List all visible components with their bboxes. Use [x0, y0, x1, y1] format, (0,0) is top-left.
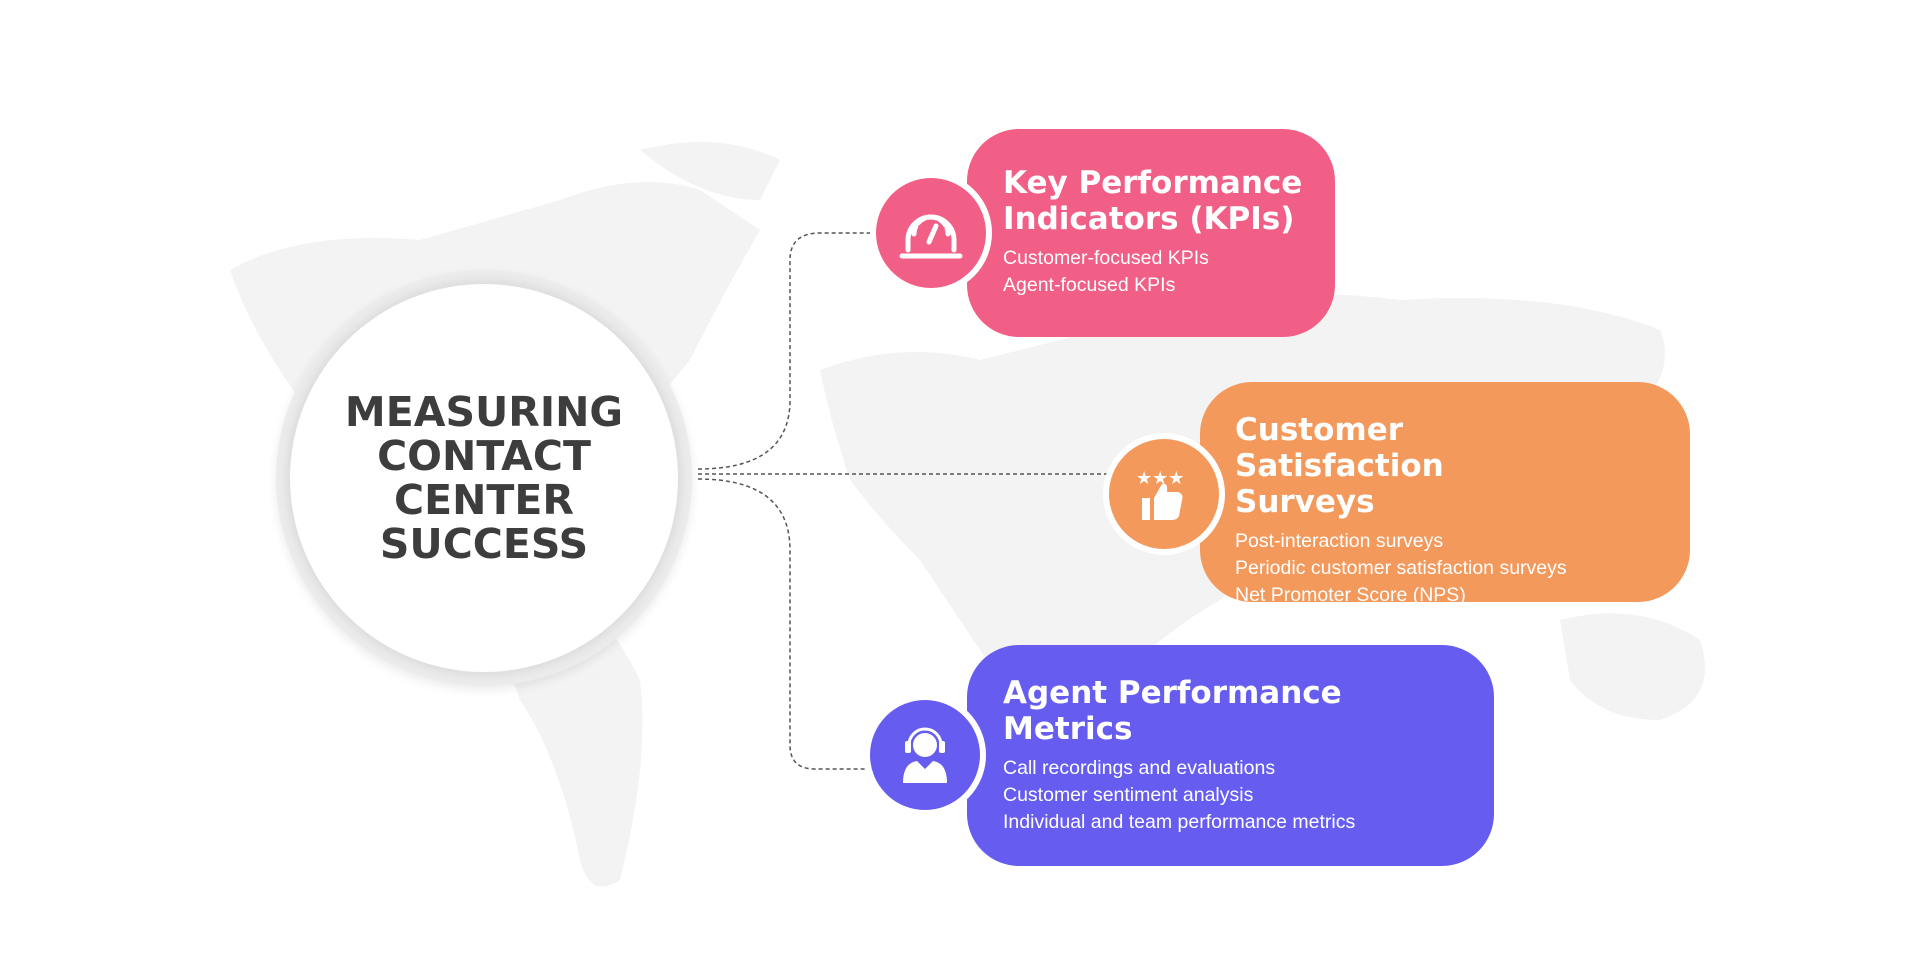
kpi-title: Key Performance Indicators (KPIs) — [1003, 165, 1303, 237]
list-item: Individual and team performance metrics — [1003, 811, 1356, 833]
center-title: MEASURING CONTACT CENTER SUCCESS — [344, 388, 624, 568]
agent-icon-circle — [864, 694, 986, 816]
list-item: Periodic customer satisfaction surveys — [1235, 557, 1567, 579]
list-item: Customer sentiment analysis — [1003, 784, 1254, 806]
surveys-card: Customer Satisfaction Surveys Post-inter… — [1200, 382, 1690, 606]
stars-thumbs-up-icon: ★★★ — [1136, 468, 1184, 520]
surveys-title: Customer Satisfaction Surveys — [1235, 412, 1444, 520]
list-item: Post-interaction surveys — [1235, 530, 1444, 552]
headset-agent-icon — [903, 727, 947, 783]
list-item: Net Promoter Score (NPS) — [1235, 584, 1466, 606]
agent-title: Agent Performance Metrics — [1003, 675, 1342, 747]
connector-kpi — [697, 232, 876, 470]
agent-card: Agent Performance Metrics Call recording… — [967, 645, 1494, 866]
list-item: Call recordings and evaluations — [1003, 757, 1276, 779]
svg-text:★★★: ★★★ — [1136, 468, 1184, 489]
center-hub: MEASURING CONTACT CENTER SUCCESS — [290, 284, 678, 672]
connector-agent — [697, 478, 869, 770]
surveys-icon-circle: ★★★ — [1103, 433, 1225, 555]
kpi-card: Key Performance Indicators (KPIs) Custom… — [967, 129, 1335, 337]
list-item: Customer-focused KPIs — [1003, 247, 1209, 269]
speedometer-icon — [899, 214, 963, 259]
kpi-icon-circle — [870, 172, 992, 294]
list-item: Agent-focused KPIs — [1003, 274, 1176, 296]
